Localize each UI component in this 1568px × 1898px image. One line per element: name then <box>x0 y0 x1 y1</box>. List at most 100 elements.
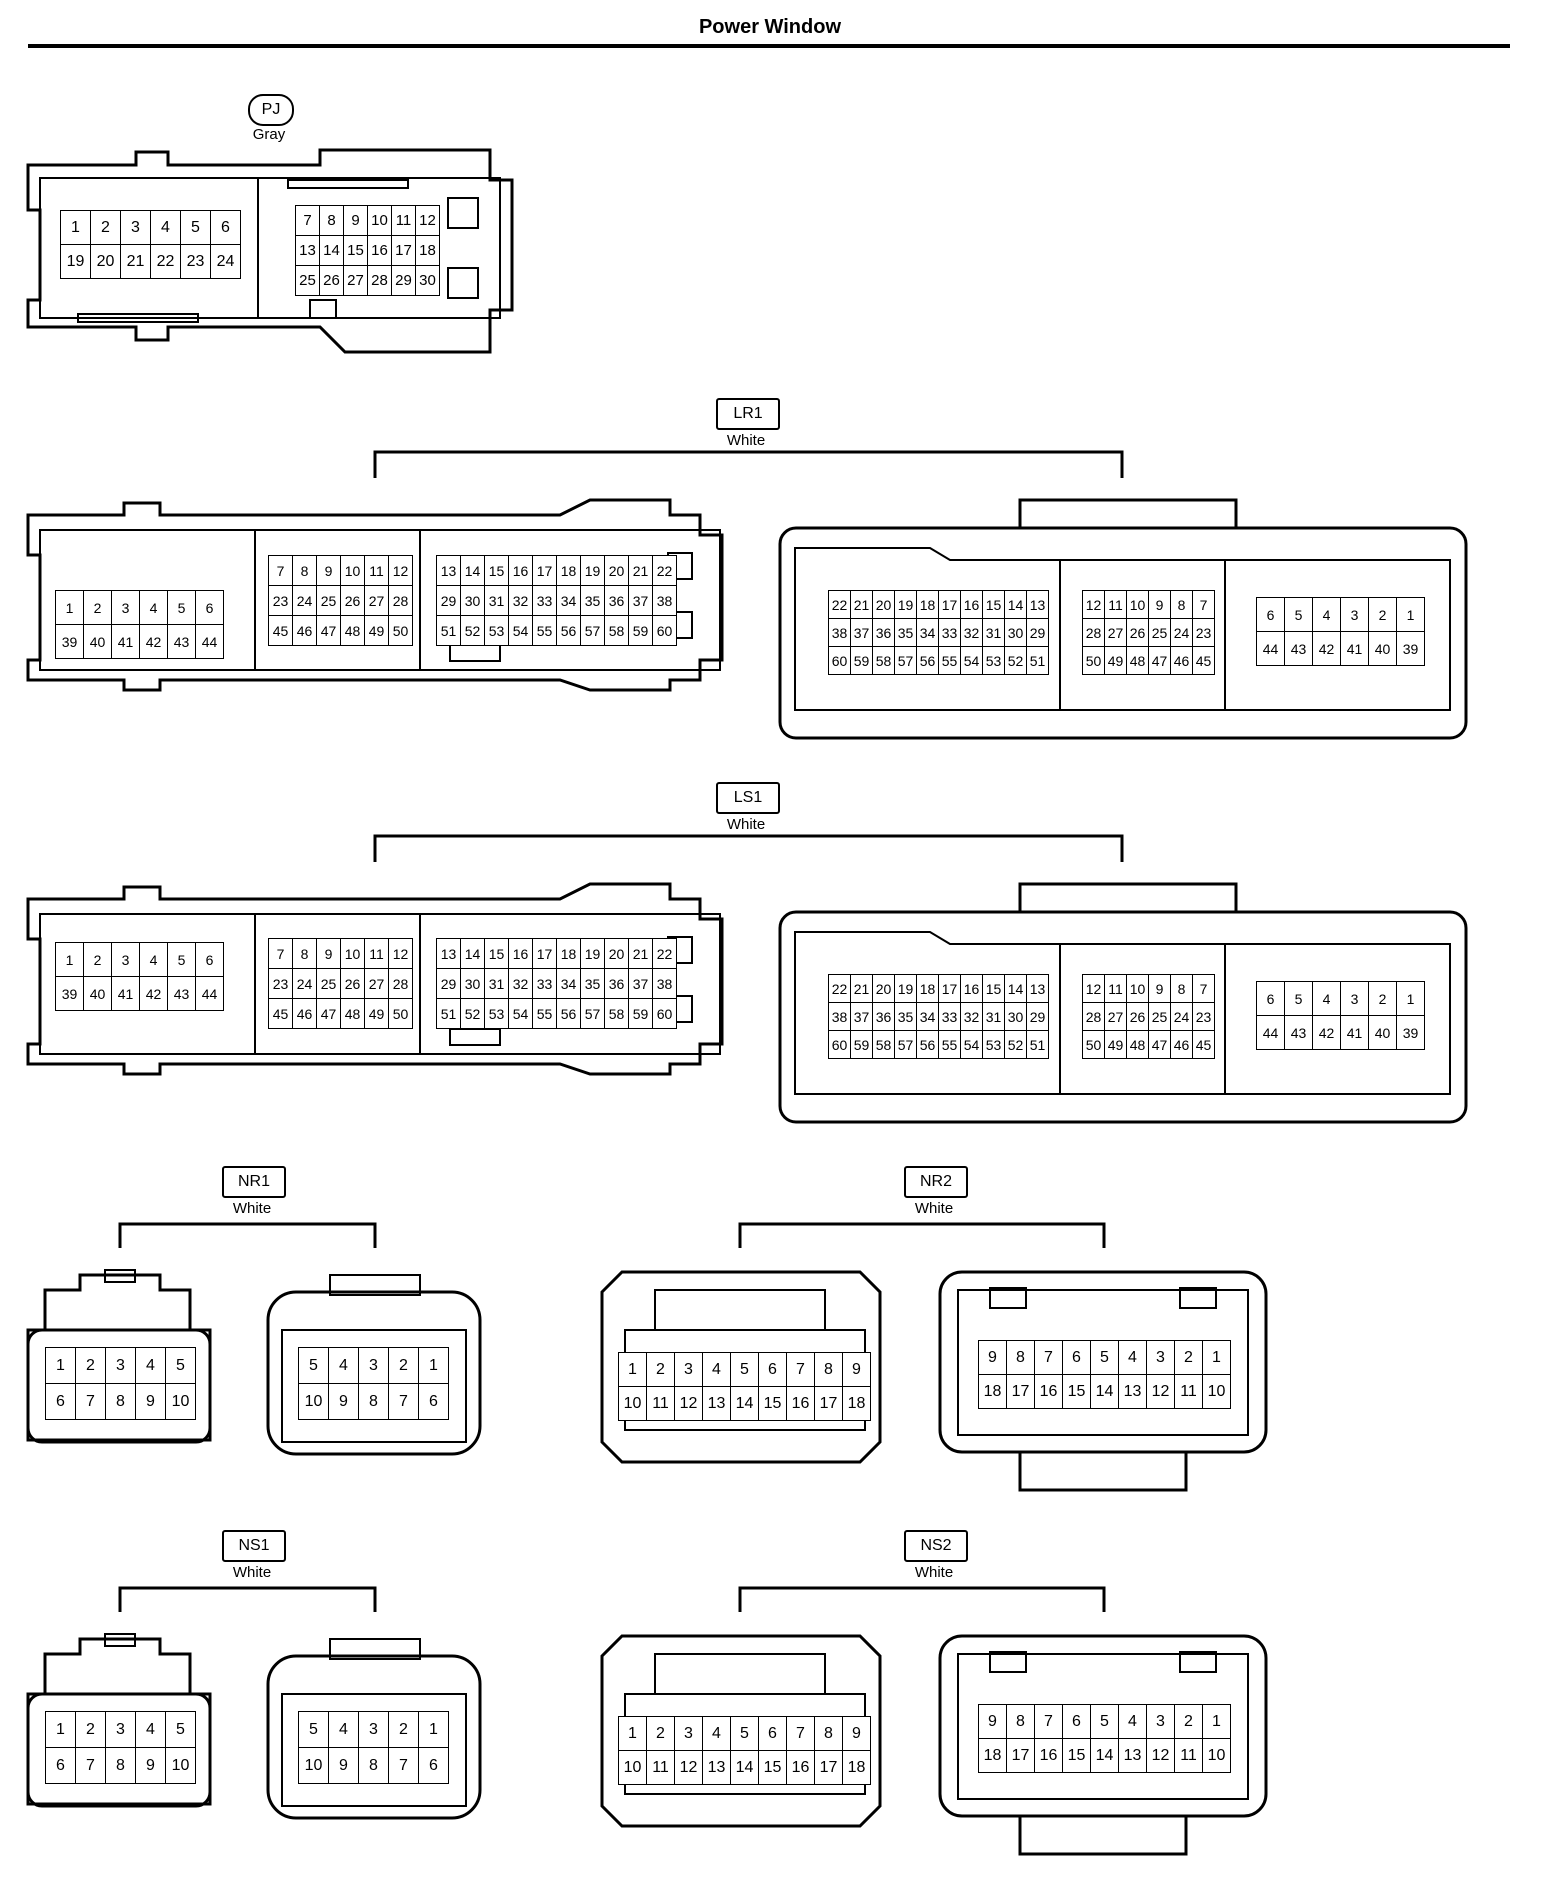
nr1-left-pin: 9 <box>135 1383 166 1420</box>
lr1-left-pin: 29 <box>436 585 461 616</box>
pj-pin: 6 <box>210 210 241 245</box>
ns2-left-pin: 8 <box>814 1716 843 1751</box>
lr1-right-pin: 57 <box>894 646 917 675</box>
nr2-left-pin: 13 <box>702 1386 731 1421</box>
lr1-right-pin: 48 <box>1126 646 1149 675</box>
nr2-right-pin: 5 <box>1090 1340 1119 1375</box>
ns1-right-pin: 8 <box>358 1747 389 1784</box>
lr1-left-pin: 24 <box>292 585 317 616</box>
nr1-right-pin: 9 <box>328 1383 359 1420</box>
pj-pin: 16 <box>367 235 392 266</box>
nr2-left-pin: 10 <box>618 1386 647 1421</box>
ls1-left-pin: 52 <box>460 998 485 1029</box>
nr2-right-housing <box>938 1270 1268 1492</box>
nr2-right-pin: 12 <box>1146 1374 1175 1409</box>
ls1-right-pin: 23 <box>1192 1002 1215 1031</box>
ls1-left-pin: 24 <box>292 968 317 999</box>
nr1-right-pin: 6 <box>418 1383 449 1420</box>
ns1-left-pin: 9 <box>135 1747 166 1784</box>
lr1-right-pin: 51 <box>1026 646 1049 675</box>
ls1-right-pin: 18 <box>916 974 939 1003</box>
ns2-left-pin: 7 <box>786 1716 815 1751</box>
ls1-left-pin: 3 <box>111 942 140 977</box>
ls1-left-pin: 20 <box>604 938 629 969</box>
ns2-right-pin: 11 <box>1174 1738 1203 1773</box>
ns1-right-pin: 6 <box>418 1747 449 1784</box>
ns2-left-pin: 5 <box>730 1716 759 1751</box>
ns2-right-pin: 13 <box>1118 1738 1147 1773</box>
ls1-right-pin: 15 <box>982 974 1005 1003</box>
lr1-right-pin: 52 <box>1004 646 1027 675</box>
lr1-left-pin: 5 <box>167 590 196 625</box>
lr1-left-pin: 7 <box>268 555 293 586</box>
ns1-right-pin: 9 <box>328 1747 359 1784</box>
nr2-right-pin: 6 <box>1062 1340 1091 1375</box>
ls1-left-pin: 22 <box>652 938 677 969</box>
ls1-left-pin: 35 <box>580 968 605 999</box>
ls1-left-pin: 8 <box>292 938 317 969</box>
lr1-left-pin: 40 <box>83 624 112 659</box>
ns2-right-pin: 1 <box>1202 1704 1231 1739</box>
lr1-left-pin: 51 <box>436 615 461 646</box>
nr2-right-pin: 18 <box>978 1374 1007 1409</box>
ns2-left-pin: 10 <box>618 1750 647 1785</box>
lr1-right-pin: 7 <box>1192 590 1215 619</box>
nr2-left-pin: 1 <box>618 1352 647 1387</box>
nr2-left-pin: 12 <box>674 1386 703 1421</box>
ls1-left-pin: 13 <box>436 938 461 969</box>
ls1-left-pin: 28 <box>388 968 413 999</box>
ls1-left-pin: 51 <box>436 998 461 1029</box>
ls1-left-pin: 33 <box>532 968 557 999</box>
lr1-right-pin: 14 <box>1004 590 1027 619</box>
lr1-left-pin: 36 <box>604 585 629 616</box>
ls1-left-pin: 16 <box>508 938 533 969</box>
ls1-left-pin: 32 <box>508 968 533 999</box>
connector-code-ns2: NS2 <box>904 1530 968 1562</box>
ls1-right-pin: 1 <box>1396 981 1425 1016</box>
lr1-left-pin: 37 <box>628 585 653 616</box>
nr2-right-pin: 1 <box>1202 1340 1231 1375</box>
ls1-right-pin: 12 <box>1082 974 1105 1003</box>
nr1-right-pin: 3 <box>358 1347 389 1384</box>
nr1-right-pin: 7 <box>388 1383 419 1420</box>
ns2-right-pin: 8 <box>1006 1704 1035 1739</box>
page-title: Power Window <box>698 16 842 38</box>
ls1-left-pin: 47 <box>316 998 341 1029</box>
nr2-right-pin: 8 <box>1006 1340 1035 1375</box>
ns1-left-pin: 10 <box>165 1747 196 1784</box>
ls1-left-pin: 45 <box>268 998 293 1029</box>
ls1-left-pin: 53 <box>484 998 509 1029</box>
lr1-left-pin: 9 <box>316 555 341 586</box>
ls1-right-pin: 39 <box>1396 1015 1425 1050</box>
ls1-right-pin: 60 <box>828 1030 851 1059</box>
lr1-right-pin: 16 <box>960 590 983 619</box>
lr1-left-pin: 22 <box>652 555 677 586</box>
ls1-right-pin: 42 <box>1312 1015 1341 1050</box>
lr1-right-pin: 26 <box>1126 618 1149 647</box>
ls1-left-pin: 1 <box>55 942 84 977</box>
nr1-right-pin: 8 <box>358 1383 389 1420</box>
lr1-left-pin: 44 <box>195 624 224 659</box>
lr1-left-pin: 60 <box>652 615 677 646</box>
lr1-right-pin: 18 <box>916 590 939 619</box>
lr1-right-pin: 12 <box>1082 590 1105 619</box>
ns2-right-pin: 9 <box>978 1704 1007 1739</box>
pj-pin: 17 <box>391 235 416 266</box>
lr1-left-pin: 49 <box>364 615 389 646</box>
ns1-left-pin: 2 <box>75 1711 106 1748</box>
ns2-left-pin: 14 <box>730 1750 759 1785</box>
lr1-right-pin: 31 <box>982 618 1005 647</box>
ls1-left-pin: 31 <box>484 968 509 999</box>
nr2-right-pin: 16 <box>1034 1374 1063 1409</box>
lr1-left-pin: 1 <box>55 590 84 625</box>
nr2-left-pin: 17 <box>814 1386 843 1421</box>
lr1-left-pin: 54 <box>508 615 533 646</box>
ls1-left-pin: 26 <box>340 968 365 999</box>
connector-color-ls1: White <box>726 816 766 833</box>
lr1-right-pin: 44 <box>1256 631 1285 666</box>
nr2-left-pin: 7 <box>786 1352 815 1387</box>
lr1-right-pin: 59 <box>850 646 873 675</box>
pj-pin: 11 <box>391 205 416 236</box>
ns2-right-pin: 7 <box>1034 1704 1063 1739</box>
ls1-left-pin: 57 <box>580 998 605 1029</box>
